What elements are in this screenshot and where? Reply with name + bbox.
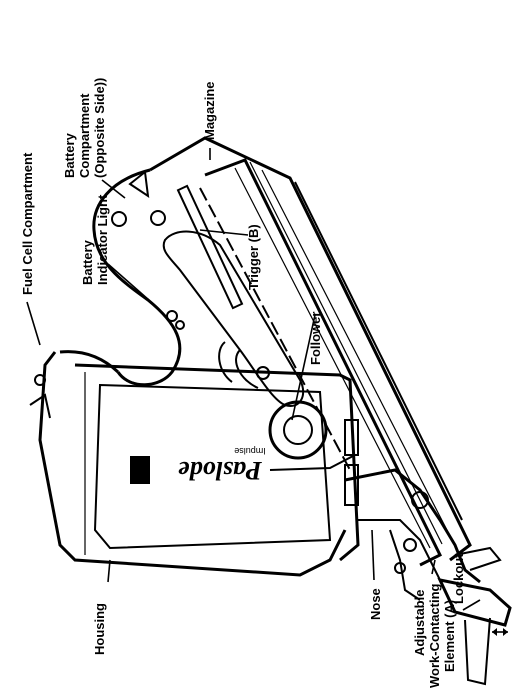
label-nose: Nose — [368, 588, 383, 620]
follower-drawing — [268, 400, 356, 471]
label-follower: Follower — [308, 312, 323, 365]
leader-fuel-cell — [26, 301, 41, 346]
leader-trigger-line — [199, 229, 249, 236]
arrow-head-icon — [503, 628, 508, 636]
battery-indicator-light-icon — [175, 320, 185, 330]
screw-icon — [111, 211, 127, 227]
handle-drawing — [59, 168, 417, 552]
leader-lockout — [462, 599, 481, 611]
screw-icon — [394, 562, 406, 574]
label-fuel-cell-compartment: Fuel Cell Compartment — [20, 152, 35, 295]
label-battery-indicator-line1: Battery — [80, 239, 95, 285]
screw-icon — [34, 374, 46, 386]
label-battery-compartment-line2: Compartment — [77, 93, 92, 178]
screw-icon — [411, 491, 429, 509]
label-trigger: Trigger (B) — [246, 224, 261, 290]
brand-logo: Paslode Impulse — [130, 446, 266, 485]
label-adjustable-line2: Work-Contacting — [427, 583, 442, 688]
brand-logo-text: Paslode — [178, 456, 263, 485]
label-magazine: Magazine — [202, 81, 217, 140]
screw-icon — [403, 538, 417, 552]
housing-drawing — [29, 351, 360, 577]
battery-indicator-light-icon — [166, 310, 178, 322]
leader-follower — [291, 314, 316, 421]
logo-mark-icon — [130, 456, 150, 484]
label-battery-compartment-line3: (Opposite Side)) — [92, 78, 107, 178]
label-lockout: Lockout — [451, 553, 466, 604]
labels: Fuel Cell Compartment Battery Indicator … — [20, 78, 466, 688]
leader-battery-compartment — [101, 179, 126, 199]
arrow-head-icon — [492, 628, 497, 636]
tool-body: Paslode Impulse — [29, 136, 512, 686]
nose-drawing — [344, 468, 512, 686]
label-housing: Housing — [92, 603, 107, 655]
label-battery-indicator-line2: Indicator Light — [95, 194, 110, 285]
brand-logo-subtext: Impulse — [234, 446, 266, 456]
label-battery-compartment-line1: Battery — [62, 132, 77, 178]
label-adjustable-line1: Adjustable — [412, 590, 427, 656]
screw-icon — [150, 210, 166, 226]
leader-lines — [26, 148, 508, 636]
leader-adjustable — [431, 559, 436, 575]
leader-housing — [107, 559, 111, 583]
leader-nose — [371, 529, 375, 581]
label-adjustable-line3: Element (A) — [442, 600, 457, 672]
leader-battery-indicator — [107, 263, 159, 309]
